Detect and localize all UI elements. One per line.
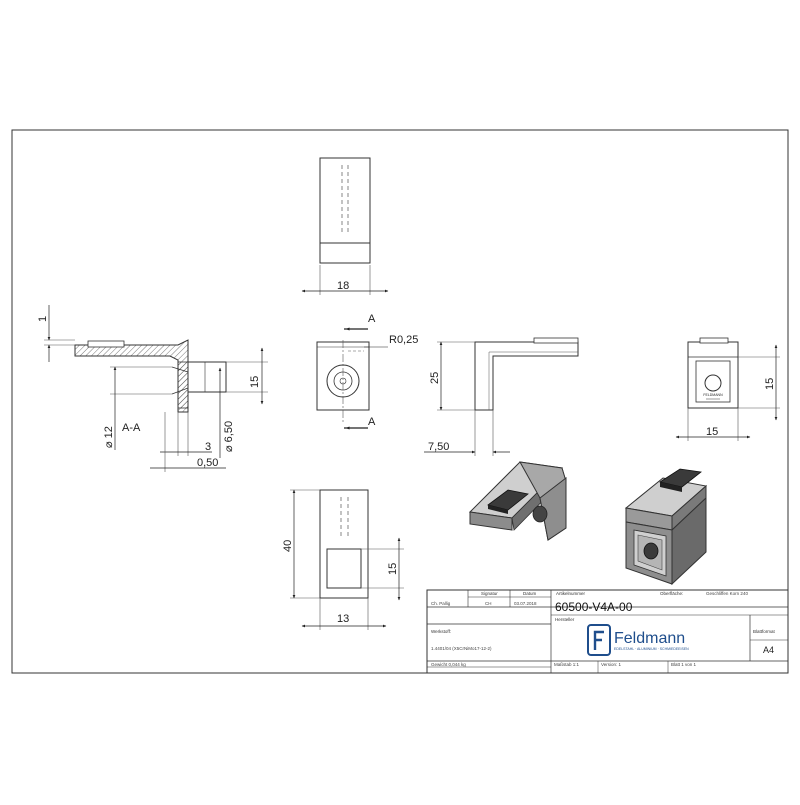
dim-bottom-15: 15 [387,563,399,575]
dim-radius: R0,25 [389,334,418,346]
tb-erstellt-name: Ch. Pallig [431,601,451,606]
tb-logo-text: Feldmann [614,630,685,647]
dim-section-3: 3 [205,441,211,453]
dim-top-width: 18 [337,280,349,292]
dim-section-dia12: ⌀ 12 [103,426,115,448]
dim-side-750: 7,50 [428,441,449,453]
tb-signatur: CH [485,601,492,606]
dim-section-dia650: ⌀ 6,50 [223,421,235,452]
isometric-view-1 [468,461,567,541]
tb-werkstoff-value: 1.4401/04 (X5CrNiMo17-12-2) [431,646,492,651]
tb-oberflaeche-label: Oberfläche: [660,591,683,596]
top-view: 18 [301,157,389,295]
cut-a-top-label: A [368,313,376,325]
section-view-a-a: 1 15 ⌀ 12 A-A ⌀ 6,50 3 0,50 [37,305,268,472]
dim-bottom-13: 13 [337,613,349,625]
bottom-view: 40 15 13 [282,489,404,630]
tb-gewicht: Gewicht 0,044 kg [431,662,466,667]
side-view: 25 7,50 [424,337,579,456]
tb-massstab: Maßstab 1:1 [554,662,580,667]
dim-right-15-vertical: 15 [764,378,776,390]
drawing-frame [11,129,789,674]
tb-header-artikelnummer: Artikelnummer [556,591,586,596]
tb-logo-sub: EDELSTAHL · ALUMINIUM · SCHMIEDEEISEN [614,647,689,651]
tb-hersteller-label: Hersteller [555,617,575,622]
dim-right-15-horizontal: 15 [706,426,718,438]
title-block: Ch. Pallig Signatur CH Datum 03.07.2018 … [426,589,789,674]
tb-version: Version: 1 [601,662,622,667]
dim-section-050: 0,50 [197,457,218,469]
dim-bottom-40: 40 [282,540,294,552]
tb-artikelnummer: 60500-V4A-00 [555,600,633,614]
tb-datum: 03.07.2018 [514,601,537,606]
tb-werkstoff-label: Werkstoff: [431,629,451,634]
tb-blattformat-label: Blattformat [753,629,776,634]
tb-header-signatur: Signatur [481,591,498,596]
isometric-view-2 [624,468,708,586]
front-view: A A R0,25 [316,313,418,430]
dim-section-15: 15 [249,376,261,388]
tb-blattformat: A4 [763,645,774,655]
marking-text: FELDMANN [703,393,723,397]
dim-side-25: 25 [429,372,441,384]
section-label: A-A [122,422,141,434]
tb-blatt: Blatt 1 von 1 [671,662,697,667]
cut-a-bottom-label: A [368,416,376,428]
tb-header-datum: Datum [523,591,537,596]
tb-oberflaeche-value: Geschliffen Korn 240 [706,591,748,596]
right-view: FELDMANN 15 15 [675,337,780,441]
dim-section-1: 1 [37,316,49,322]
